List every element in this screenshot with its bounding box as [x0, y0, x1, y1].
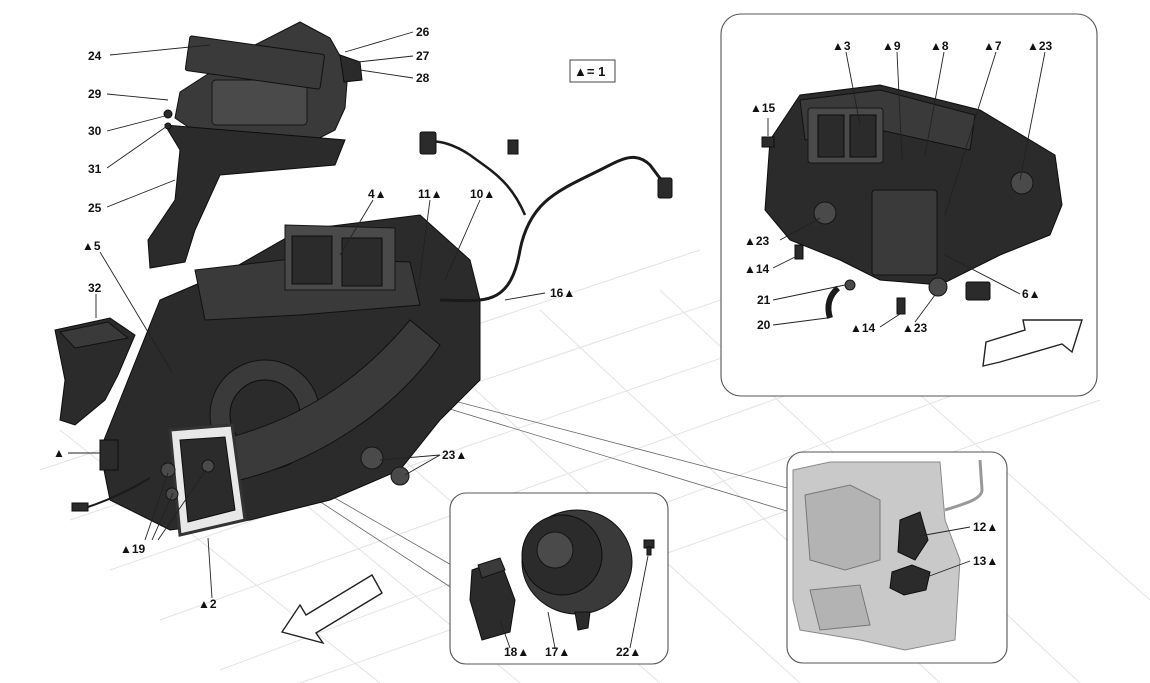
label-6: 6▲: [1022, 287, 1041, 301]
legend: ▲= 1: [569, 59, 616, 83]
label-unnumbered: ▲: [53, 446, 65, 460]
label-8: ▲8: [930, 39, 949, 53]
label-9: ▲9: [882, 39, 901, 53]
label-3: ▲3: [832, 39, 851, 53]
label-5: ▲5: [82, 239, 101, 253]
gasket-2: [160, 423, 247, 537]
label-14-bottom: ▲14: [850, 321, 876, 335]
direction-arrow-left: [280, 574, 383, 645]
label-4: 4▲: [368, 187, 387, 201]
label-17: 17▲: [545, 645, 570, 659]
label-25: 25: [88, 201, 102, 215]
main-labels: 24 29 30 31 25 26 27 28 ▲5 32 4▲ 11▲ 10▲…: [53, 25, 575, 611]
label-23-left: ▲23: [744, 234, 770, 248]
label-22: 22▲: [616, 645, 641, 659]
label-7: ▲7: [983, 39, 1002, 53]
label-18: 18▲: [504, 645, 529, 659]
label-23-top: ▲23: [1027, 39, 1053, 53]
duct-upper-assembly: [147, 21, 363, 269]
label-24: 24: [88, 49, 102, 63]
label-14-left: ▲14: [744, 262, 770, 276]
label-15: ▲15: [750, 101, 776, 115]
label-23-bottom: ▲23: [902, 321, 928, 335]
label-12: 12▲: [973, 520, 998, 534]
main-leader-lines: [68, 31, 546, 599]
label-2: ▲2: [198, 597, 217, 611]
label-19: ▲19: [120, 542, 146, 556]
label-11: 11▲: [418, 187, 443, 201]
label-23: 23▲: [442, 448, 467, 462]
label-26: 26: [416, 25, 430, 39]
legend-text: ▲= 1: [574, 64, 605, 79]
label-16: 16▲: [550, 286, 575, 300]
label-31: 31: [88, 162, 102, 176]
label-21: 21: [757, 293, 771, 307]
wiring-harness: [71, 131, 673, 512]
label-27: 27: [416, 49, 430, 63]
label-20: 20: [757, 318, 771, 332]
label-10: 10▲: [470, 187, 495, 201]
label-13: 13▲: [973, 554, 998, 568]
inset-bottom-center: 18▲ 17▲ 22▲: [449, 492, 669, 665]
inlet-cover-32: [54, 317, 136, 426]
label-32: 32: [88, 281, 102, 295]
label-30: 30: [88, 124, 102, 138]
inset-bottom-right: 12▲ 13▲: [786, 451, 1008, 664]
label-28: 28: [416, 71, 430, 85]
label-29: 29: [88, 87, 102, 101]
inset-top-right: ▲3 ▲9 ▲8 ▲7 ▲23 ▲15 ▲23 ▲14 21 20 ▲14 ▲2…: [720, 13, 1098, 397]
